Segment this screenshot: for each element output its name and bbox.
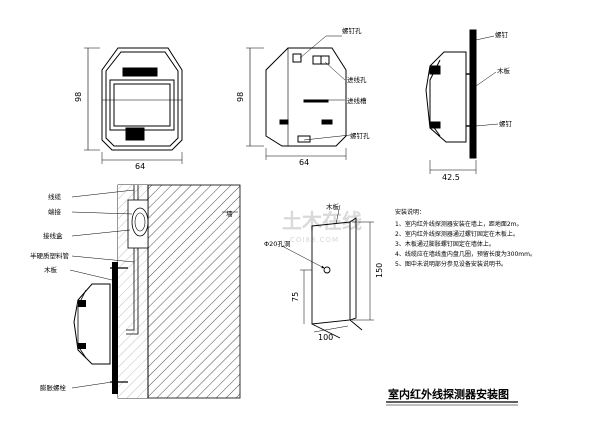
note-4: 4、线缆应在墙线盒内盘几圈，预留长度为300mm。 (395, 250, 536, 258)
label-screw-bottom: 螺钉 (499, 119, 513, 128)
side-view-leaders (475, 35, 499, 127)
note-1: 1、室内红外线探测器安装在墙上，距地面2m。 (395, 220, 522, 228)
front-width-dim: 64 (135, 162, 145, 171)
label-screw-top: 螺钉 (495, 30, 509, 39)
label-conduit: 半硬质塑料管 (30, 251, 70, 260)
label-wire-inlet: 进线孔 (347, 75, 367, 84)
watermark-text: 土木在线 (282, 209, 362, 233)
wall-section (73, 184, 241, 399)
board-detail (311, 217, 363, 339)
drawing-title: 室内红外线探测器安装图 (386, 387, 518, 406)
label-screw-hole-bottom: 螺钉孔 (350, 131, 370, 140)
label-hole: Φ20孔洞 (264, 239, 291, 248)
label-side-board: 木板 (497, 66, 511, 75)
label-wall: 墙 (226, 209, 233, 218)
label-connector: 端接 (48, 207, 62, 216)
install-notes: 安装说明： 1、室内红外线探测器安装在墙上，距地面2m。 2、室内红外线探测器通… (395, 208, 536, 268)
front-view (101, 47, 183, 151)
board-detail-dims (281, 204, 374, 333)
rear-height-dim: 98 (236, 92, 245, 102)
note-3: 3、木板通过膨胀螺钉固定在墙体上。 (395, 240, 495, 248)
front-height-dim: 98 (74, 92, 83, 102)
watermark: 土木在线 COI88.COM (282, 209, 362, 244)
note-5: 5、图中未说明部分参见设备安装说明书。 (395, 260, 507, 268)
rear-view-leaders (299, 35, 351, 141)
rear-width-dim: 64 (299, 158, 309, 167)
label-board-detail: 木板 (326, 202, 340, 211)
dim-150: 150 (375, 263, 384, 278)
rear-view (265, 47, 347, 147)
dim-100: 100 (318, 333, 333, 342)
label-screw-hole-top: 螺钉孔 (342, 26, 362, 35)
side-width-dim: 42.5 (442, 173, 460, 182)
title-text: 室内红外线探测器安装图 (388, 387, 509, 401)
dim-75: 75 (291, 292, 300, 302)
wall-section-leaders (69, 189, 238, 389)
notes-heading: 安装说明： (395, 208, 425, 216)
rear-view-dims: 98 64 (236, 47, 347, 167)
label-wall-board: 木板 (44, 265, 58, 274)
watermark-sub: COI88.COM (290, 236, 339, 244)
label-expansion-bolt: 膨胀螺栓 (40, 383, 67, 392)
front-view-dims: 98 64 (74, 47, 183, 171)
label-junction-box: 接线盒 (43, 231, 63, 240)
side-view (425, 29, 477, 159)
label-cable: 线缆 (48, 192, 62, 201)
label-wire-slot: 进线槽 (347, 96, 367, 105)
note-2: 2、室内红外线探测器通过螺钉固定在木板上。 (395, 230, 519, 238)
side-view-dims: 42.5 (429, 160, 477, 182)
